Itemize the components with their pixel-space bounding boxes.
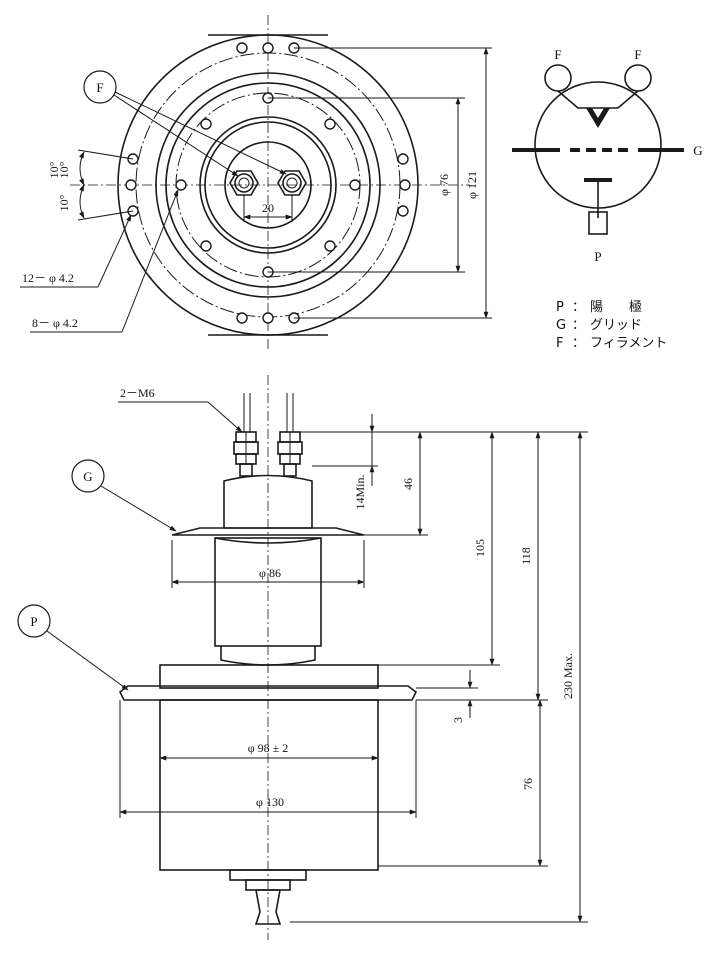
anode-top-section [159, 664, 379, 689]
inner-hole [200, 240, 212, 252]
filament-pin-right [624, 64, 652, 92]
dim-105-text: 105 [473, 539, 487, 557]
outer-holes-12 [125, 42, 411, 324]
holes-12-text: 12－ φ 4.2 [22, 271, 74, 285]
dim-d86-text: φ 86 [259, 566, 281, 580]
filament-leader-1 [113, 94, 239, 177]
filament-terminal-left [229, 170, 259, 196]
holes-8-leader [121, 189, 179, 333]
plate-callout-bubble [17, 604, 51, 638]
dim-46-text: 46 [401, 478, 415, 490]
dim-3-text: 3 [451, 717, 465, 723]
plate-terminal [588, 211, 608, 235]
grid-flange-circle [155, 72, 381, 298]
outer-hole [125, 179, 137, 191]
ceramic-body [214, 537, 322, 647]
inner-hole [175, 179, 187, 191]
top-insulator [223, 474, 313, 529]
schematic-label-g: G [693, 143, 702, 158]
top-view: F 20 10° 10° 10° 12－ φ 4.2 8－ φ 4.2 φ 76… [20, 15, 492, 350]
grid-flange-inner-circle [165, 82, 371, 288]
outer-hole [262, 312, 274, 324]
filament-callout-label: F [96, 80, 103, 95]
thread-text: 2－M6 [120, 386, 155, 400]
legend-sep: ： [572, 336, 585, 351]
holes-8-text: 8－ φ 4.2 [32, 316, 78, 330]
grid-callout-leader [100, 485, 177, 532]
filament-wire [557, 90, 639, 109]
filament-leader-2 [114, 91, 287, 175]
legend-key: P [556, 300, 564, 315]
outer-hole [262, 42, 274, 54]
outer-hole [397, 153, 409, 165]
inner-hole [324, 118, 336, 130]
filament-pin-left [544, 64, 572, 92]
inner-hole [324, 240, 336, 252]
ceramic-body-top-edge [214, 537, 322, 544]
dim-230-text: 230 Max. [561, 653, 575, 699]
filament-callout-bubble [83, 70, 117, 104]
terminal-stack-right [277, 431, 303, 477]
inner-hole [200, 118, 212, 130]
terminal-legend: P ： 陽 極 G ： グリッド F ： フィラメント [556, 299, 667, 351]
outer-hole [397, 205, 409, 217]
legend-value: フィラメント [590, 336, 667, 351]
bottom-terminal-pin [254, 889, 282, 925]
terminal-base-circle [224, 141, 312, 229]
legend-sep: ： [572, 300, 585, 315]
holes-12-leader [97, 214, 132, 288]
tube-schematic: F F G P [512, 47, 703, 264]
angle-ext-line-1 [77, 149, 134, 160]
dim-d76-text: φ 76 [437, 174, 451, 196]
dim-118-text: 118 [519, 547, 533, 565]
angle-text-2: 10° [47, 161, 61, 178]
dim-d130-text: φ 130 [256, 795, 284, 809]
filament-terminal-right [277, 170, 307, 196]
anode-body [159, 699, 379, 871]
dim-76-text: 76 [521, 778, 535, 790]
ceramic-body-circle [199, 116, 337, 254]
plate-callout-label: P [30, 614, 37, 629]
schematic-label-f-left: F [554, 47, 561, 62]
angle-arc-upper [78, 151, 85, 186]
plate-callout-leader [46, 630, 129, 691]
filament-v-symbol [586, 108, 610, 128]
angle-ext-line-2 [77, 210, 134, 221]
legend-value: グリッド [590, 318, 642, 333]
angle-text-3: 10° [57, 194, 71, 211]
angle-arc-lower [78, 184, 85, 219]
grid-flange [171, 527, 365, 536]
side-view: 2－M6 G P φ 86 φ 98 ± 2 φ 130 [17, 375, 588, 940]
dim-20-text: 20 [262, 201, 274, 215]
outer-hole [399, 179, 411, 191]
schematic-label-p: P [594, 249, 601, 264]
dim-14min-text: 14Min. [353, 474, 367, 509]
dim-d121-text: φ 121 [465, 171, 479, 199]
legend-value: 陽 極 [590, 299, 642, 315]
outer-hole [236, 312, 248, 324]
inner-holes-8 [175, 92, 361, 278]
legend-key: G [556, 318, 566, 333]
legend-sep: ： [572, 318, 585, 333]
dim-d98-text: φ 98 ± 2 [248, 741, 289, 755]
angle-text-1: 10° [57, 161, 71, 178]
schematic-label-f-right: F [634, 47, 641, 62]
grid-callout-label: G [83, 469, 92, 484]
legend-key: F [556, 336, 563, 351]
outer-hole [236, 42, 248, 54]
terminal-stack-left [233, 431, 259, 477]
thread-leader [207, 401, 243, 433]
grid-callout-bubble [71, 459, 105, 493]
inner-hole [349, 179, 361, 191]
ceramic-body-inner-circle [204, 121, 332, 249]
